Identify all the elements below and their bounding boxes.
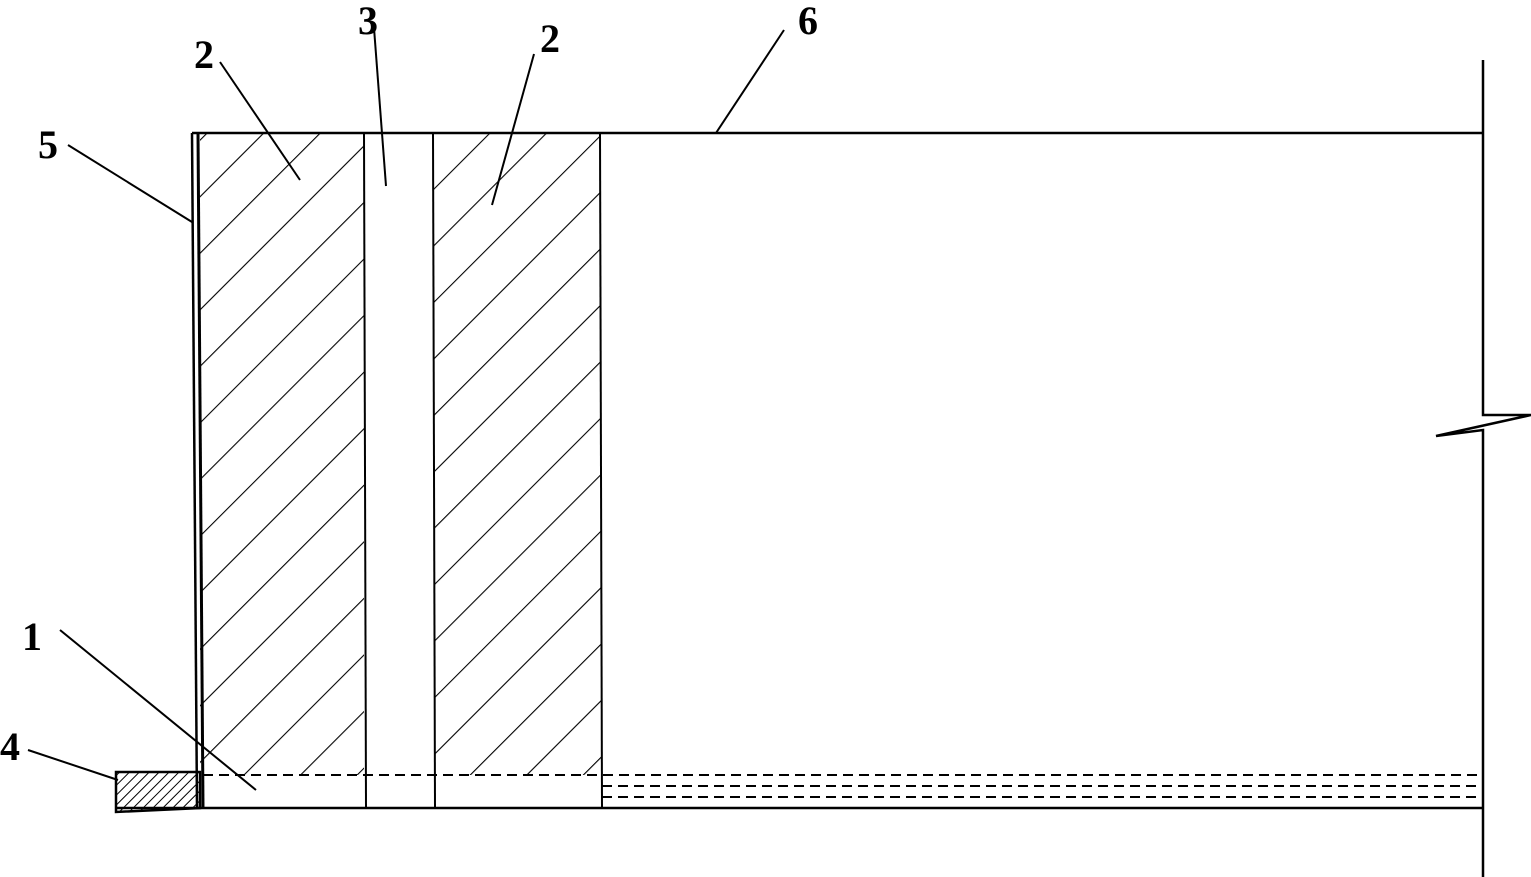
callout-5: 5 — [38, 122, 58, 167]
leader-line-1 — [59, 629, 257, 791]
callout-2-left: 2 — [194, 32, 214, 77]
divider-right-block-edge — [599, 132, 603, 809]
base-block — [114, 770, 202, 814]
leader-lines — [27, 27, 785, 791]
left-wall — [190, 132, 205, 809]
divider-channel-edge — [432, 132, 436, 809]
divider-left-block-edge — [363, 132, 367, 809]
break-line — [1435, 60, 1531, 877]
callout-1: 1 — [22, 614, 42, 659]
callout-2-right: 2 — [540, 16, 560, 61]
leader-line-5 — [67, 144, 193, 223]
leader-line-3 — [373, 27, 387, 187]
leader-line-6 — [715, 29, 785, 134]
leader-line-2-right — [491, 53, 535, 206]
callout-4: 4 — [0, 724, 20, 769]
leader-line-2-left — [219, 61, 301, 181]
hatched-block-left — [200, 133, 364, 775]
hatched-block-right — [434, 133, 601, 775]
leader-line-4 — [27, 749, 119, 781]
callout-3: 3 — [358, 0, 378, 43]
callout-6: 6 — [798, 0, 818, 43]
